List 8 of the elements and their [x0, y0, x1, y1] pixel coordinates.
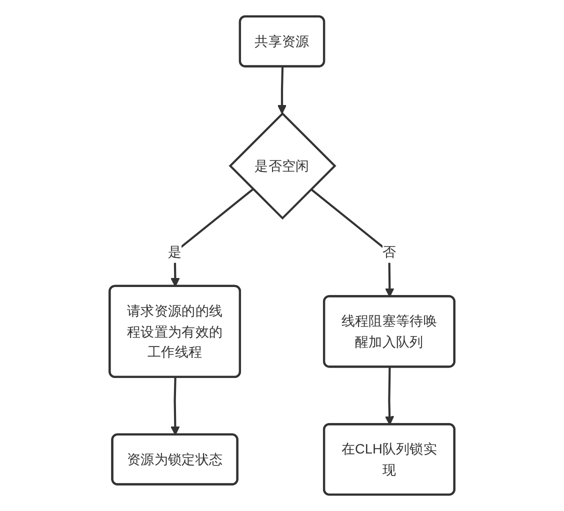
edge-label: 否	[382, 244, 396, 260]
arrow	[384, 367, 394, 426]
arrow	[310, 188, 394, 298]
arrow	[170, 377, 180, 436]
arrow	[277, 66, 287, 114]
edge-label: 是	[168, 244, 182, 260]
arrow	[170, 188, 254, 287]
node-diamond: 是否空闲	[228, 112, 336, 220]
